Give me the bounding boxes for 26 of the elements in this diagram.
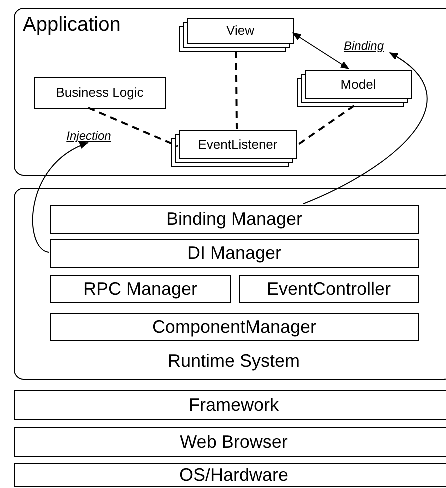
stacked-box (297, 70, 412, 107)
arrow (32, 142, 89, 253)
layer-bar: Web Browser (14, 427, 446, 457)
process-box: Business Logic (34, 77, 166, 109)
layer-bar: OS/Hardware (14, 463, 446, 487)
dashed-line (88, 107, 178, 148)
layer-bar: DI Manager (50, 239, 419, 268)
arrow (292, 32, 350, 70)
box-label: View (226, 22, 256, 40)
layer-bar: RPC Manager (50, 275, 231, 303)
layer-bar: Binding Manager (50, 205, 419, 234)
stacked-box (171, 130, 297, 167)
layer-bar: Framework (14, 390, 446, 420)
runtime-panel (14, 188, 446, 380)
binding-label: Binding (337, 38, 391, 54)
application-panel (14, 8, 446, 176)
box-label: Model (340, 76, 378, 94)
injection-label: Injection (57, 128, 121, 144)
layer-bar: ComponentManager (50, 313, 419, 341)
panel-title: Runtime System (166, 350, 302, 373)
dashed-line (235, 50, 238, 130)
arrow (303, 52, 428, 204)
stacked-box (179, 18, 294, 52)
panel-title: Application (23, 15, 121, 35)
box-label: EventListener (197, 136, 279, 154)
layer-bar: EventController (239, 275, 419, 303)
